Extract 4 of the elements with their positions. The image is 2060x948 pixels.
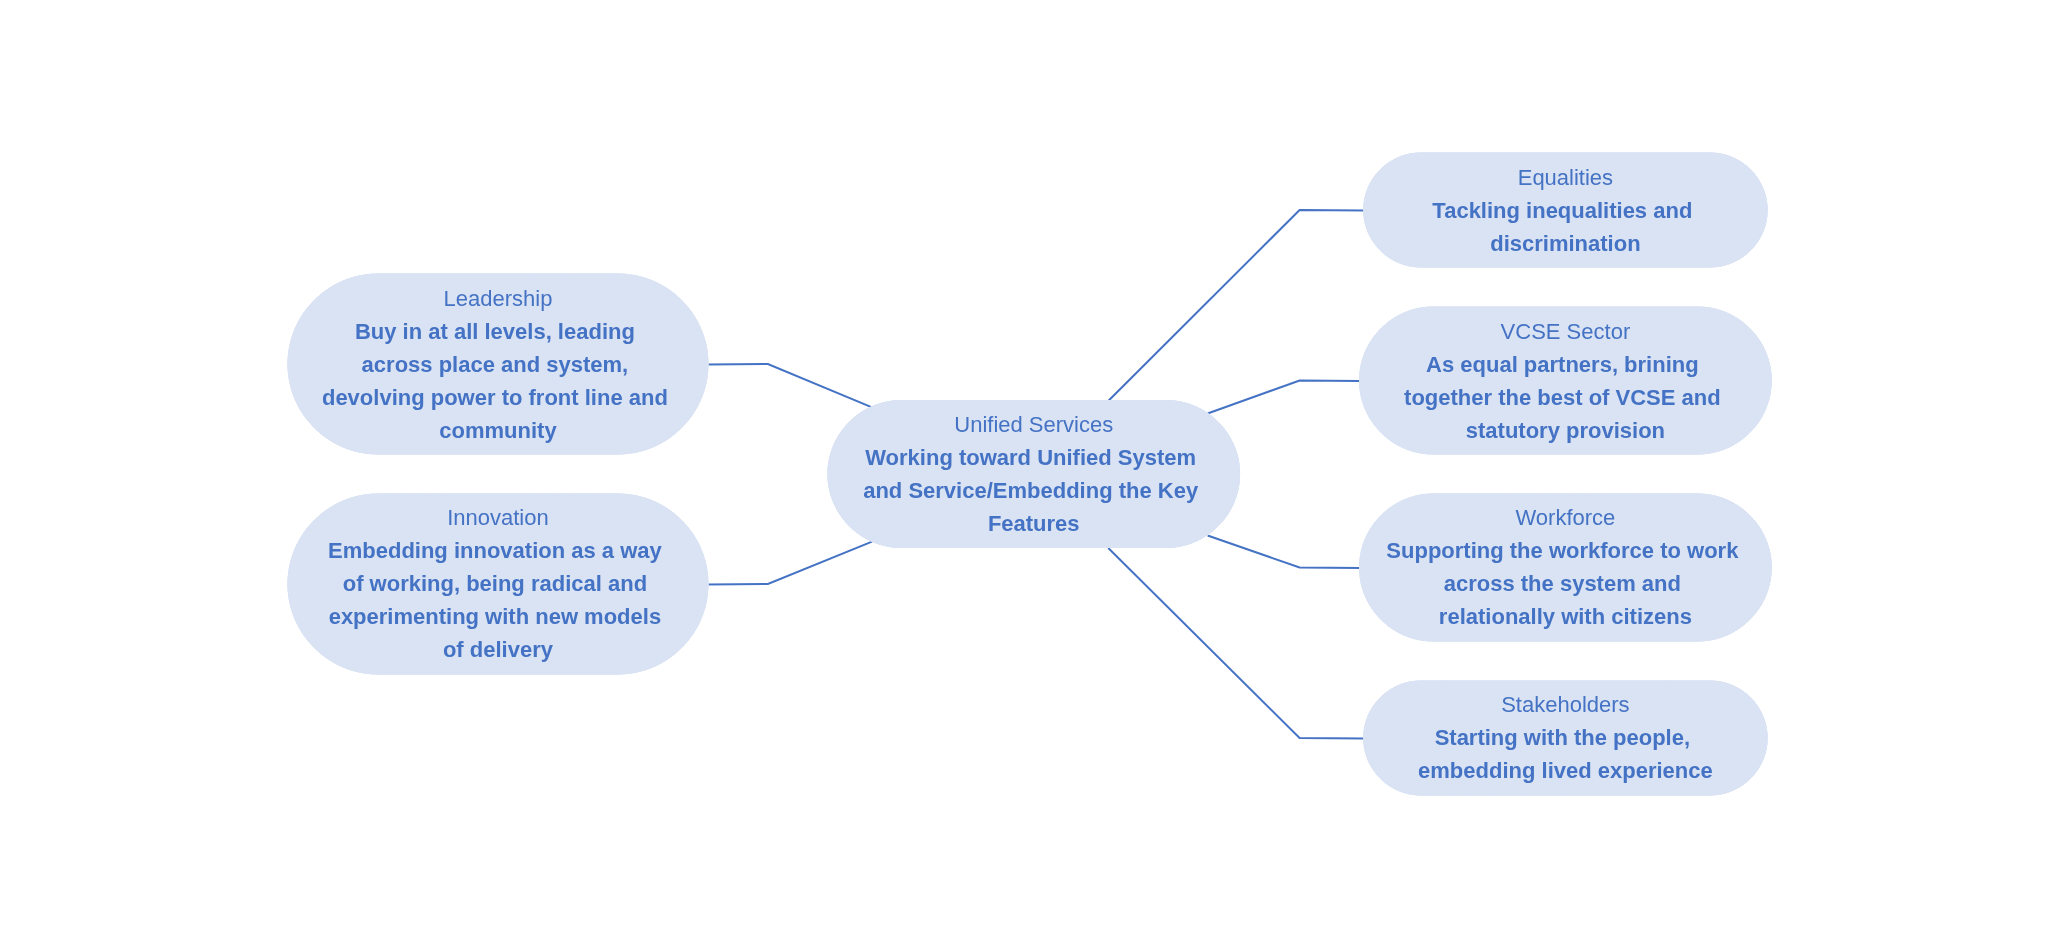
connector <box>707 540 874 586</box>
connector <box>1107 209 1366 402</box>
connector <box>1107 547 1366 740</box>
connector <box>707 363 874 409</box>
